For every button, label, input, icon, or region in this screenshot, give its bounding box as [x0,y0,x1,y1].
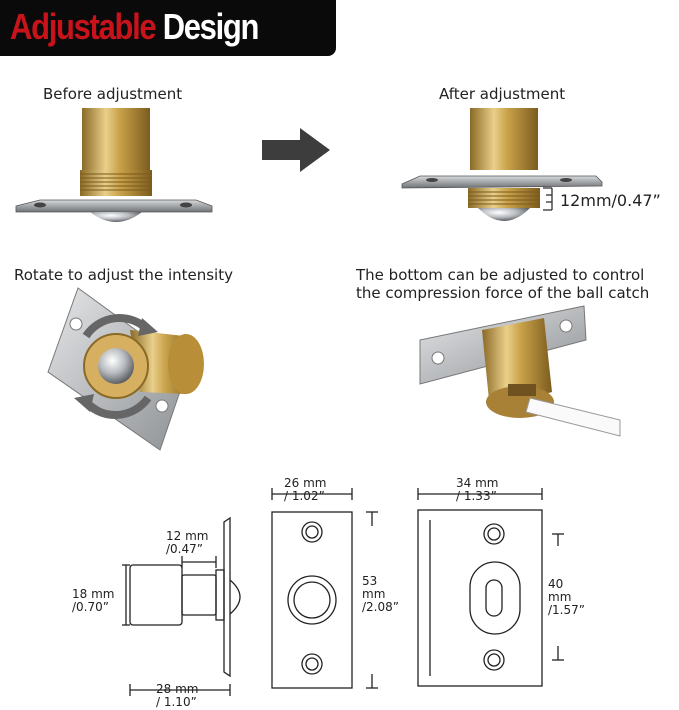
dim-front-width: 26 mm / 1.02” [284,476,327,503]
caption-measurement: 12mm/0.47” [560,191,661,210]
dim-side-total: 28 mm / 1.10” [156,682,199,709]
before-adjustment-image [15,108,213,222]
caption-after: After adjustment [439,85,566,103]
dim-side-height: 18 mm /0.70” [72,587,115,614]
front-view-drawing [271,488,378,689]
caption-rotate: Rotate to adjust the intensity [14,266,233,284]
caption-before: Before adjustment [43,85,183,103]
technical-drawings [122,488,564,696]
arrow-right-icon [262,128,330,172]
dim-side-length: 12 mm /0.47” [166,529,209,556]
dim-back-height: 40 mm /1.57” [548,577,585,617]
page-title: Adjustable Design [10,6,260,48]
bottom-adjust-image [419,305,621,437]
rotate-adjust-image [47,287,204,451]
back-view-drawing [417,488,564,687]
dim-back-width: 34 mm / 1.33” [456,476,499,503]
side-view-drawing [122,516,241,696]
title-banner: Adjustable Design [0,0,336,56]
caption-bottom-line2: the compression force of the ball catch [356,284,650,302]
title-part-red: Adjustable [10,6,157,47]
caption-bottom-line1: The bottom can be adjusted to control [356,266,645,284]
dim-front-height: 53 mm /2.08” [362,574,399,614]
title-part-white: Design [162,6,260,47]
after-adjustment-image [401,108,603,221]
